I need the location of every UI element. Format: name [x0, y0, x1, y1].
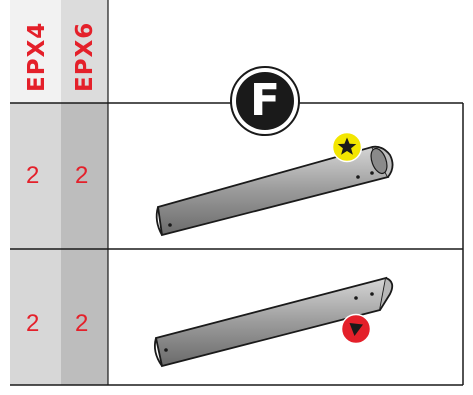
row-2-epx4-qty: 2 — [26, 310, 40, 337]
row-1-epx4-cell — [10, 103, 61, 249]
row-2-epx6-cell — [61, 249, 108, 385]
step-badge — [230, 66, 300, 136]
part-tube-2 — [153, 276, 394, 368]
star-icon — [331, 131, 363, 163]
step-letter: F — [249, 75, 281, 126]
triangle-icon — [340, 313, 372, 345]
part-tube-1 — [155, 145, 394, 237]
row-2-epx6-qty: 2 — [75, 310, 89, 337]
row-1-epx4-qty: 2 — [26, 162, 40, 189]
row-2-epx4-cell — [10, 249, 61, 385]
row-1-epx6-qty: 2 — [75, 162, 89, 189]
epx4-header: EPX4 — [24, 21, 50, 92]
epx6-header: EPX6 — [72, 21, 98, 92]
row-1-epx6-cell — [61, 103, 108, 249]
